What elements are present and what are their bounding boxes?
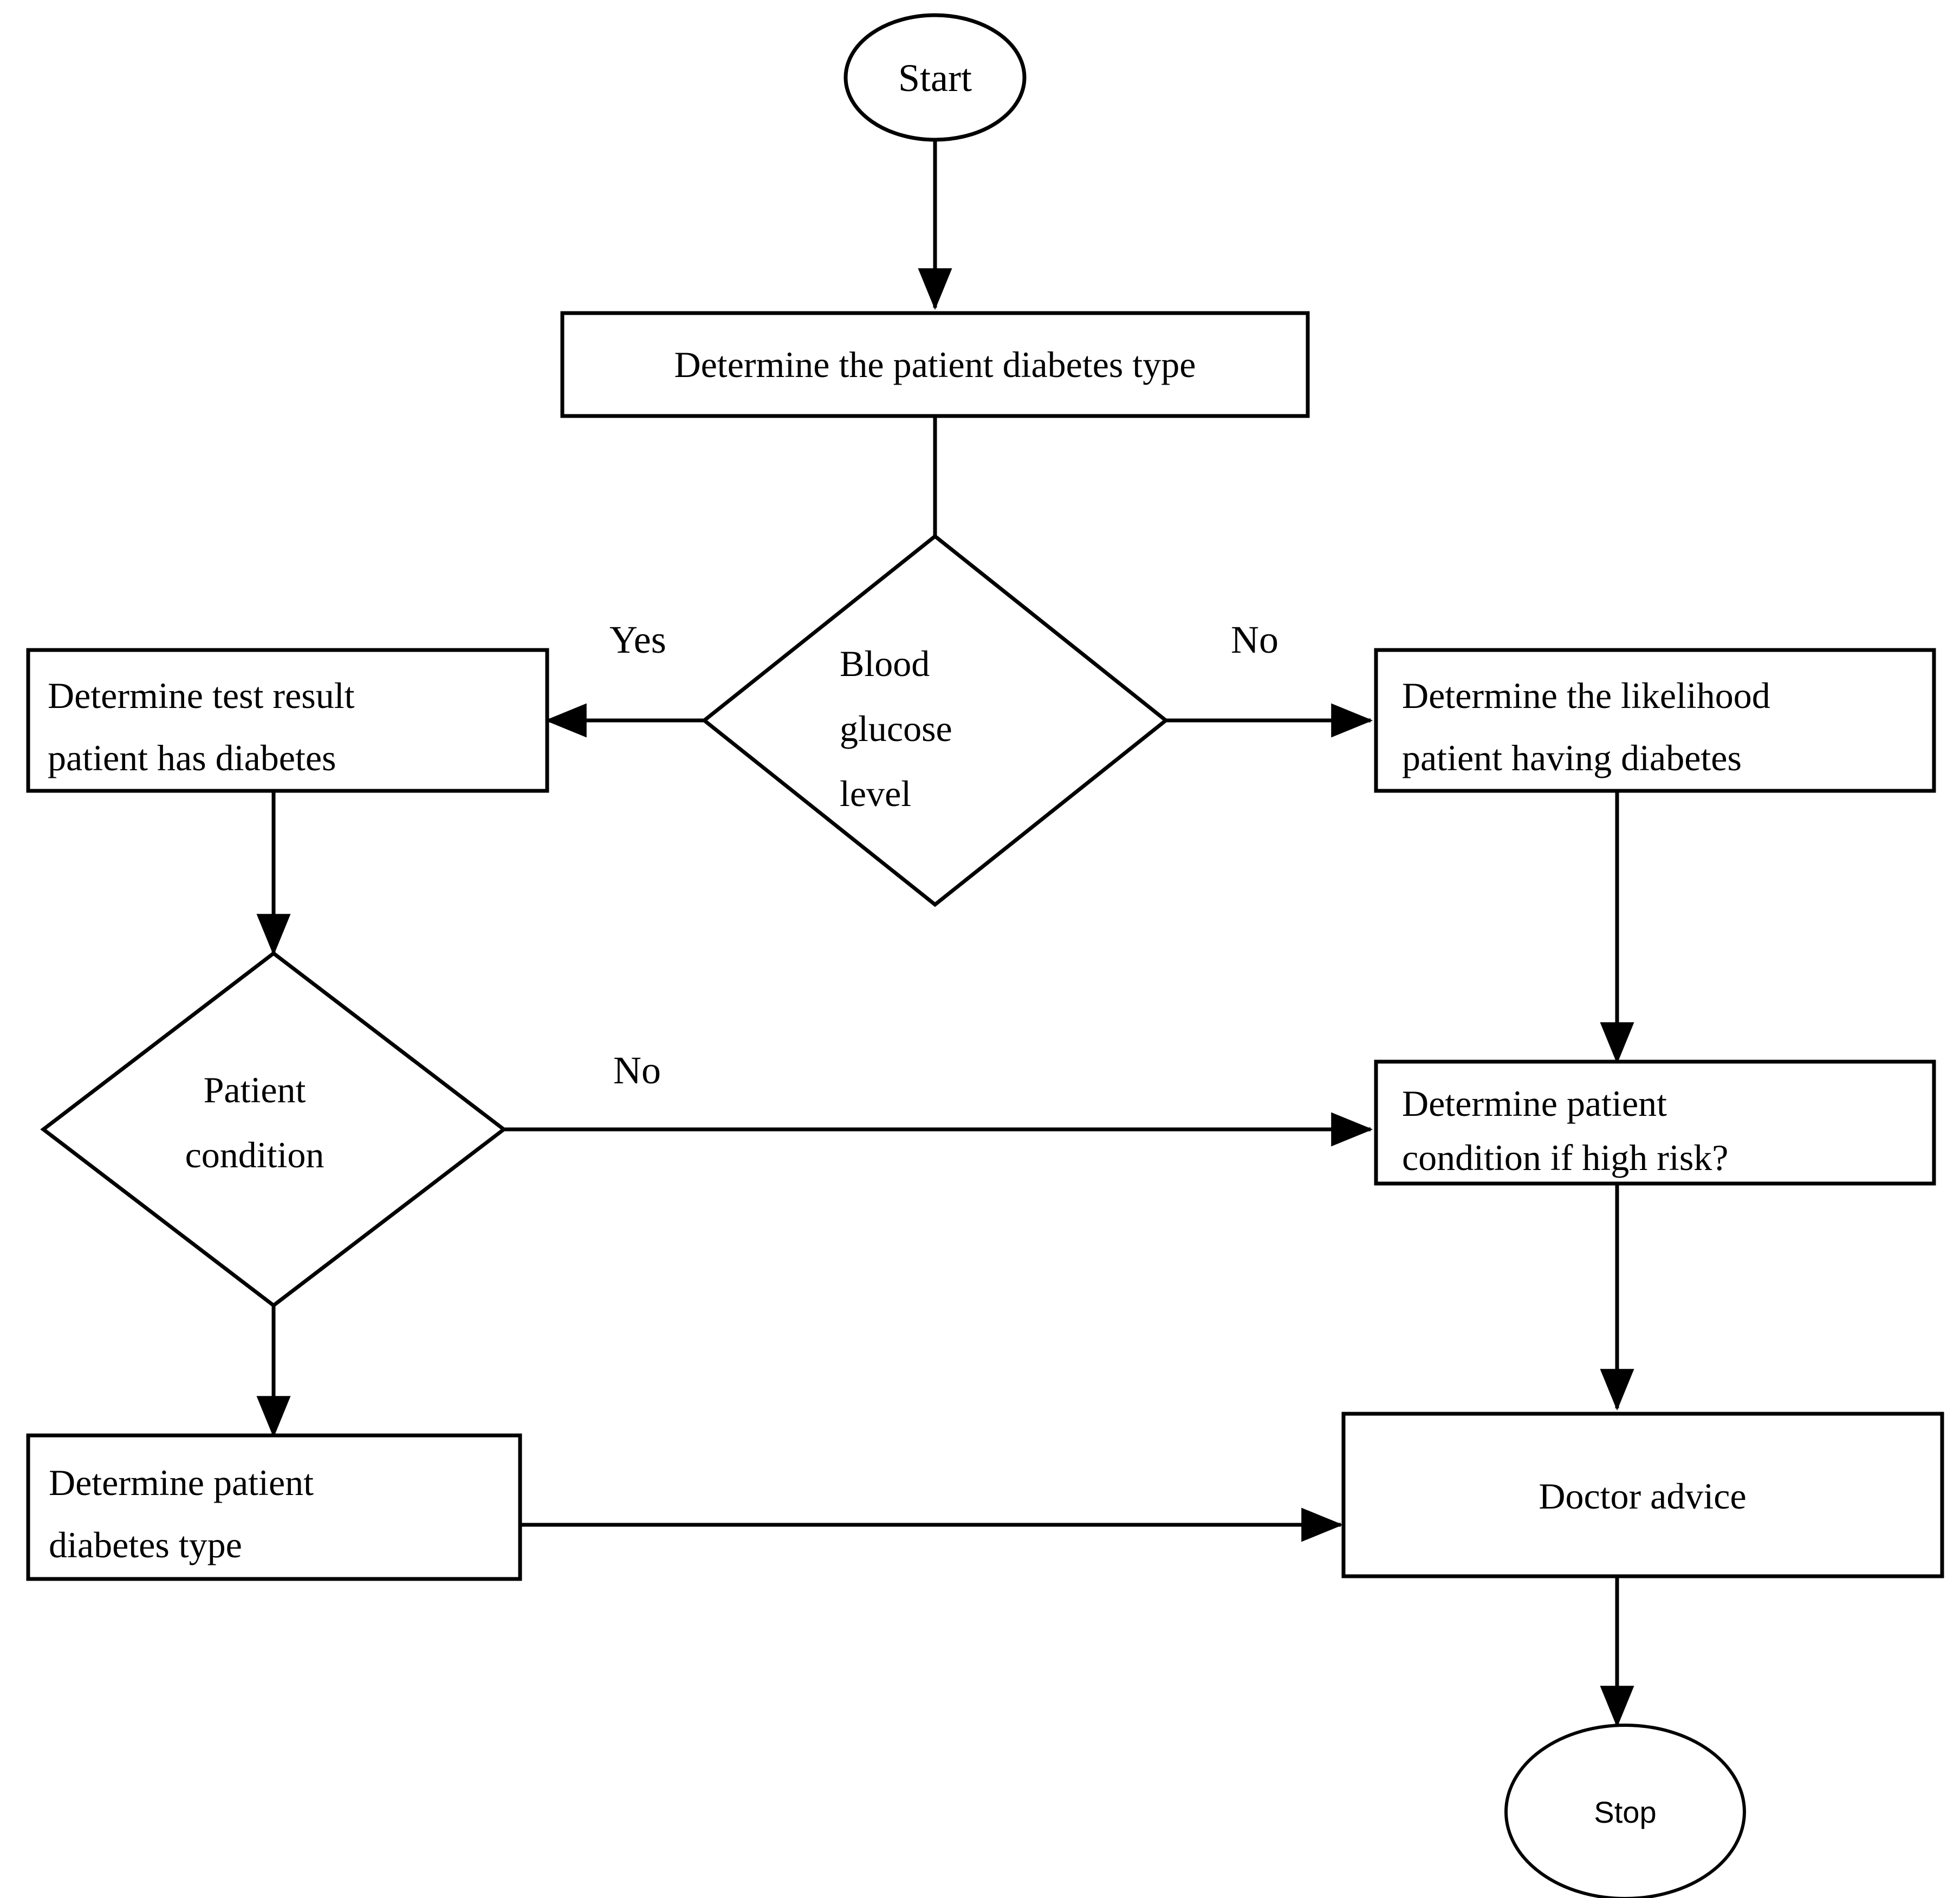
node-blood-glucose-decision[interactable]: Blood glucose level bbox=[701, 534, 1169, 907]
node-doctor-advice[interactable]: Doctor advice bbox=[1341, 1412, 1944, 1578]
node-patient-diabetes-type[interactable]: Determine patient diabetes type bbox=[26, 1433, 522, 1581]
doctor-advice-box bbox=[1341, 1412, 1944, 1578]
node-determine-test-result[interactable]: Determine test result patient has diabet… bbox=[26, 648, 549, 793]
stop-label: Stop bbox=[1594, 1795, 1656, 1829]
determine-type-label: Determine the patient diabetes type bbox=[674, 344, 1196, 385]
blood-glucose-label-line1: Blood bbox=[840, 643, 930, 684]
start-label: Start bbox=[898, 56, 972, 100]
likelihood-label-line2: patient having diabetes bbox=[1402, 737, 1742, 778]
edge-label-condition-no: No bbox=[613, 1049, 661, 1092]
high-risk-label-line2: condition if high risk? bbox=[1402, 1137, 1728, 1178]
blood-glucose-label-line2: glucose bbox=[840, 708, 952, 749]
edge-label-glucose-yes: Yes bbox=[609, 618, 666, 661]
patient-condition-label-line2: condition bbox=[185, 1134, 324, 1175]
node-stop[interactable]: Stop bbox=[1504, 1724, 1746, 1898]
test-result-box bbox=[26, 648, 549, 793]
test-result-label-line1: Determine test result bbox=[48, 675, 355, 716]
stop-ellipse bbox=[1504, 1724, 1746, 1898]
likelihood-box bbox=[1374, 648, 1936, 793]
patient-diabetes-type-label-line2: diabetes type bbox=[49, 1524, 242, 1565]
node-start[interactable]: Start bbox=[843, 13, 1027, 142]
patient-diabetes-type-box bbox=[26, 1433, 522, 1581]
edge-label-glucose-no: No bbox=[1231, 618, 1278, 661]
blood-glucose-label-line3: level bbox=[840, 773, 911, 814]
patient-condition-diamond bbox=[40, 951, 507, 1308]
node-determine-likelihood[interactable]: Determine the likelihood patient having … bbox=[1374, 648, 1936, 793]
node-determine-diabetes-type[interactable]: Determine the patient diabetes type bbox=[560, 311, 1310, 418]
start-ellipse bbox=[843, 13, 1027, 142]
doctor-advice-label: Doctor advice bbox=[1539, 1476, 1746, 1517]
node-patient-condition-decision[interactable]: Patient condition bbox=[40, 951, 507, 1308]
high-risk-label-line1: Determine patient bbox=[1402, 1083, 1667, 1124]
test-result-label-line2: patient has diabetes bbox=[48, 737, 336, 778]
node-high-risk[interactable]: Determine patient condition if high risk… bbox=[1374, 1060, 1936, 1186]
determine-type-box bbox=[560, 311, 1310, 418]
patient-condition-label-line1: Patient bbox=[204, 1069, 306, 1110]
blood-glucose-diamond bbox=[701, 534, 1169, 907]
high-risk-box bbox=[1374, 1060, 1936, 1186]
patient-diabetes-type-label-line1: Determine patient bbox=[49, 1462, 314, 1503]
likelihood-label-line1: Determine the likelihood bbox=[1402, 675, 1770, 716]
